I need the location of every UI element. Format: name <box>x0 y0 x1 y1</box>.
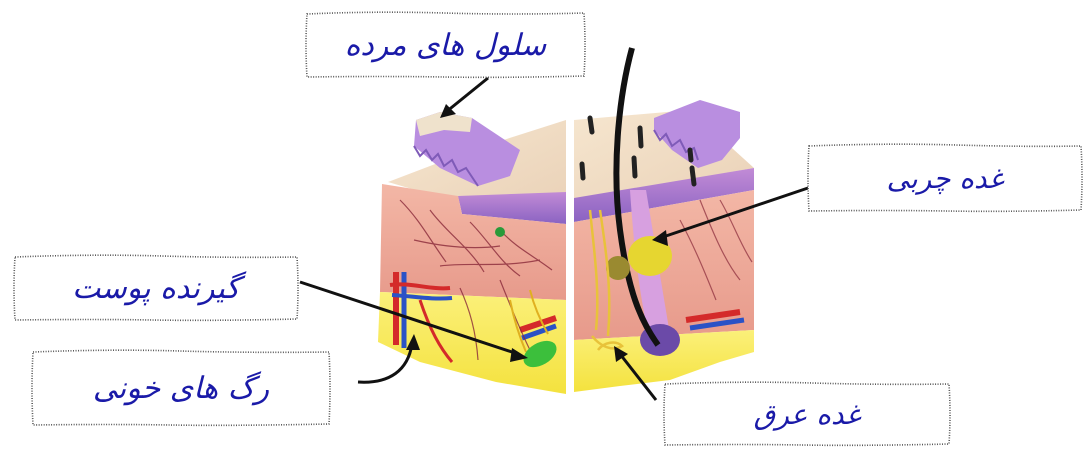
label-dead-cells-text: سلول های مرده <box>345 28 547 63</box>
label-sweat-gland: غده عرق <box>662 380 952 448</box>
label-sebaceous-gland: غده چربی <box>806 142 1084 214</box>
skin-block-left <box>378 112 566 394</box>
label-epidermis-text: گیرنده پوست <box>72 271 240 306</box>
label-sebaceous-text: غده چربی <box>887 162 1004 195</box>
label-blood-vessels-text: رگ های خونی <box>93 371 269 406</box>
label-dead-cells: سلول های مرده <box>304 10 587 80</box>
label-epidermis-receptor: گیرنده پوست <box>12 253 300 323</box>
skin-block-right <box>574 48 754 392</box>
label-sweat-text: غده عرق <box>754 398 861 431</box>
arrow-dead-cells <box>446 78 488 112</box>
label-blood-vessels: رگ های خونی <box>30 348 332 428</box>
